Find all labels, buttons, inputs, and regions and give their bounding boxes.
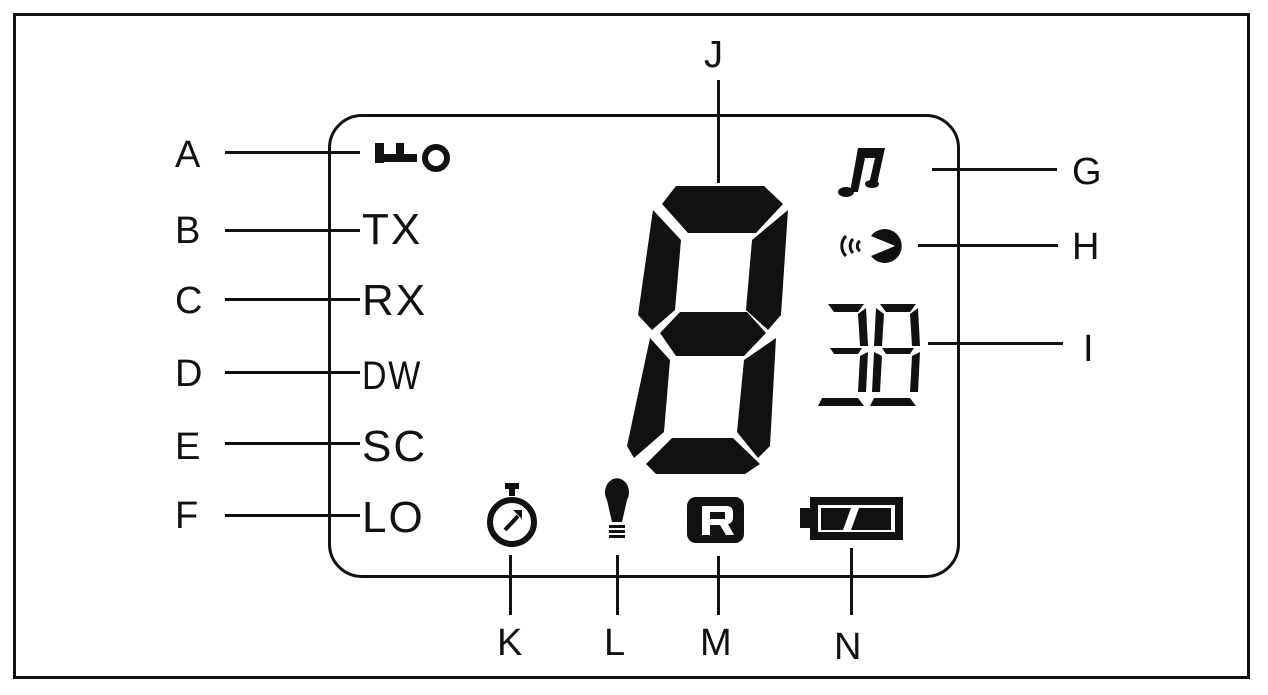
leader-line-j xyxy=(717,80,720,183)
leader-line-h xyxy=(918,244,1058,247)
sc-indicator: SC xyxy=(362,422,428,471)
leader-line-b xyxy=(225,229,360,232)
dw-indicator: DW xyxy=(362,354,423,398)
callout-i: I xyxy=(1083,328,1094,370)
leader-line-i xyxy=(928,342,1063,345)
channel-digit-segments xyxy=(627,186,788,474)
sub-code-segments xyxy=(818,304,920,406)
leader-line-d xyxy=(225,371,360,374)
leader-line-l xyxy=(616,555,619,615)
callout-g: G xyxy=(1072,151,1102,193)
battery-icon xyxy=(800,497,903,540)
leader-line-k xyxy=(509,555,512,615)
callout-m: M xyxy=(700,622,732,664)
rx-indicator: RX xyxy=(362,276,428,325)
lo-indicator: LO xyxy=(362,493,425,542)
diagram-frame xyxy=(13,13,1250,679)
callout-n: N xyxy=(834,626,862,668)
callout-e: E xyxy=(175,426,201,468)
callout-c: C xyxy=(175,280,203,322)
callout-b: B xyxy=(175,210,201,252)
key-lock-icon xyxy=(375,143,450,172)
leader-line-f xyxy=(225,514,360,517)
lcd-display-outline xyxy=(328,114,960,578)
leader-line-e xyxy=(225,442,360,445)
leader-line-m xyxy=(717,556,720,615)
callout-d: D xyxy=(175,353,203,395)
callout-a: A xyxy=(175,134,201,176)
callout-k: K xyxy=(497,622,523,664)
music-note-icon xyxy=(838,148,885,197)
callout-j: J xyxy=(704,34,723,76)
stopwatch-icon xyxy=(487,483,537,547)
callout-f: F xyxy=(175,495,199,537)
vox-speaker-icon xyxy=(840,229,902,263)
leader-line-c xyxy=(225,298,360,301)
roger-beep-r-icon xyxy=(687,497,744,543)
leader-line-n xyxy=(850,548,853,615)
leader-line-g xyxy=(932,168,1057,171)
callout-h: H xyxy=(1072,226,1100,268)
callout-l: L xyxy=(604,622,626,664)
light-bulb-icon xyxy=(604,478,629,538)
leader-line-a xyxy=(225,151,360,154)
tx-indicator: TX xyxy=(362,205,423,254)
